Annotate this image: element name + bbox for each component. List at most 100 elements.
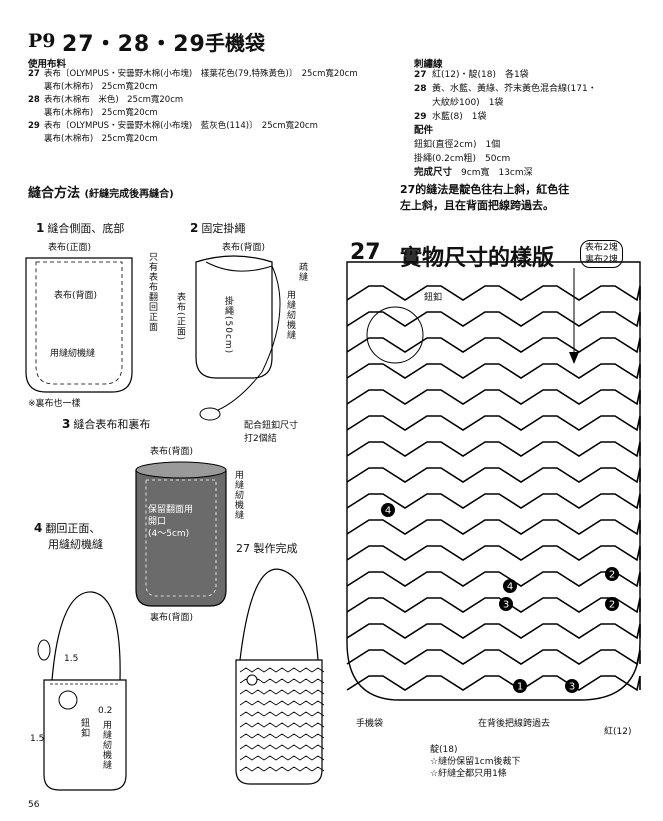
zigzag-row [346,597,641,614]
step3-lining-label: 裏布(背面) [150,613,194,623]
pattern-tags: 表布2塊裏布2塊 [580,240,623,268]
step3-bag [135,469,227,607]
zigzag-row [346,389,641,406]
step1-machine-label: 用縫紉機縫 [50,349,96,359]
done-texture-row [239,667,325,673]
svg-text:2: 2 [609,600,615,611]
step4-dim-top: 1.5 [64,654,79,664]
handbag-label: 手機袋 [356,719,384,729]
stitch-note: 27的縫法是靛色往右上斜，紅色往左上斜，且在背面把線跨過去。 [400,183,570,212]
zigzag-row [346,675,641,692]
step4-dim-stitch: 0.2 [98,706,113,716]
thread-28-cont: 大紋紗100) 1袋 [432,98,504,108]
step3-machine-label: 用縫紉機縫 [233,470,243,520]
step1-seam [35,261,123,385]
done-bag [235,659,323,785]
zigzag-row [346,467,641,484]
marker-3: 3 [499,597,513,611]
step2-stitch-label: 疏縫 [297,262,307,282]
step1-surface-label: 表布(正面) [48,243,92,253]
back-cross-label: 在背後把線跨過去 [478,719,551,729]
step1-back-label: 表布(背面) [54,291,98,301]
method-heading: 縫合方法 (紆縫完成後再縫合) [28,186,174,201]
part-cord: 掛繩(0.2cm粗) 50cm [414,154,511,164]
step1-panel [25,257,133,393]
page-number: 56 [28,800,40,810]
step3-rim [135,461,227,479]
done-texture-row [239,755,325,761]
marker-3: 3 [565,679,579,693]
pattern-button-label: 鈕釦 [424,293,443,303]
button-circle [366,306,424,364]
step2-front-label: 表布(正面) [175,292,185,342]
done-texture-row [239,733,325,739]
finished-label: 27 製作完成 [236,542,298,555]
done-texture-row [239,722,325,728]
pattern-number: 27 [350,240,381,265]
zigzag-row [346,545,641,562]
project-title: 手機袋 [205,31,265,55]
step4-cord [51,591,121,681]
marker-2: 2 [605,597,619,611]
step2-machine-label: 用縫紉機縫 [285,290,295,340]
zigzag-row [346,311,641,328]
part-button: 鈕釦(直徑2cm) 1個 [414,140,501,150]
step3-seam [145,479,217,597]
svg-text:3: 3 [569,682,575,693]
done-texture-row [239,689,325,695]
step2-knot-label: 配合鈕釦尺寸打2個結 [244,421,299,444]
step4-machine-label: 用縫紉機縫 [101,720,111,770]
step2-cord-label: 掛繩(50cm) [223,296,233,355]
marker-1: 1 [513,679,527,693]
marker-2: 2 [605,567,619,581]
svg-text:4: 4 [507,582,513,593]
page-code: P9 [28,30,56,52]
fold-arrow-head [569,352,579,364]
zigzag-row [346,415,641,432]
single-thread-note: ☆紆縫全都只用1條 [430,769,507,779]
seam-allowance-note: ☆縫份保留1cm後裁下 [430,757,521,767]
zigzag-row [346,623,641,640]
pattern-title: 實物尺寸的樣版 [400,246,555,271]
material-27-line2: 裏布(木棉布) 25cm寬20cm [44,82,158,92]
zigzag-row [346,337,641,354]
done-texture-row [239,744,325,750]
step4-button-label: 鈕釦 [79,718,89,738]
step4-button [58,690,78,710]
zigzag-row [346,649,641,666]
done-texture-row [239,711,325,717]
marker-4: 4 [381,503,395,517]
svg-text:1: 1 [517,682,523,693]
thread-heading: 刺繡線 [414,59,443,70]
step1-note: ※裏布也一樣 [28,399,81,409]
zigzag-row [346,441,641,458]
step3-back-label: 表布(背面) [150,447,194,457]
step2-cord [205,261,281,411]
zigzag-row [346,519,641,536]
step2-knot [199,407,221,421]
zigzag-row [346,285,641,302]
finished-size: 完成尺寸 9cm寬 13cm深 [414,167,533,178]
step1-side-note: 只有表布翻回正面 [147,252,157,332]
pattern-outline [346,261,641,701]
step2-bag [195,255,273,379]
red-thread-label: 紅(12) [604,727,632,737]
step3-opening-label: 保留翻面用開口(4〜5cm) [148,505,194,539]
navy-thread-label: 靛(18) [430,745,458,755]
project-numbers: 27・28・29 [62,32,206,57]
materials-heading: 使用布料 [28,59,67,70]
zigzag-row [346,571,641,588]
step4-loop [37,639,51,661]
